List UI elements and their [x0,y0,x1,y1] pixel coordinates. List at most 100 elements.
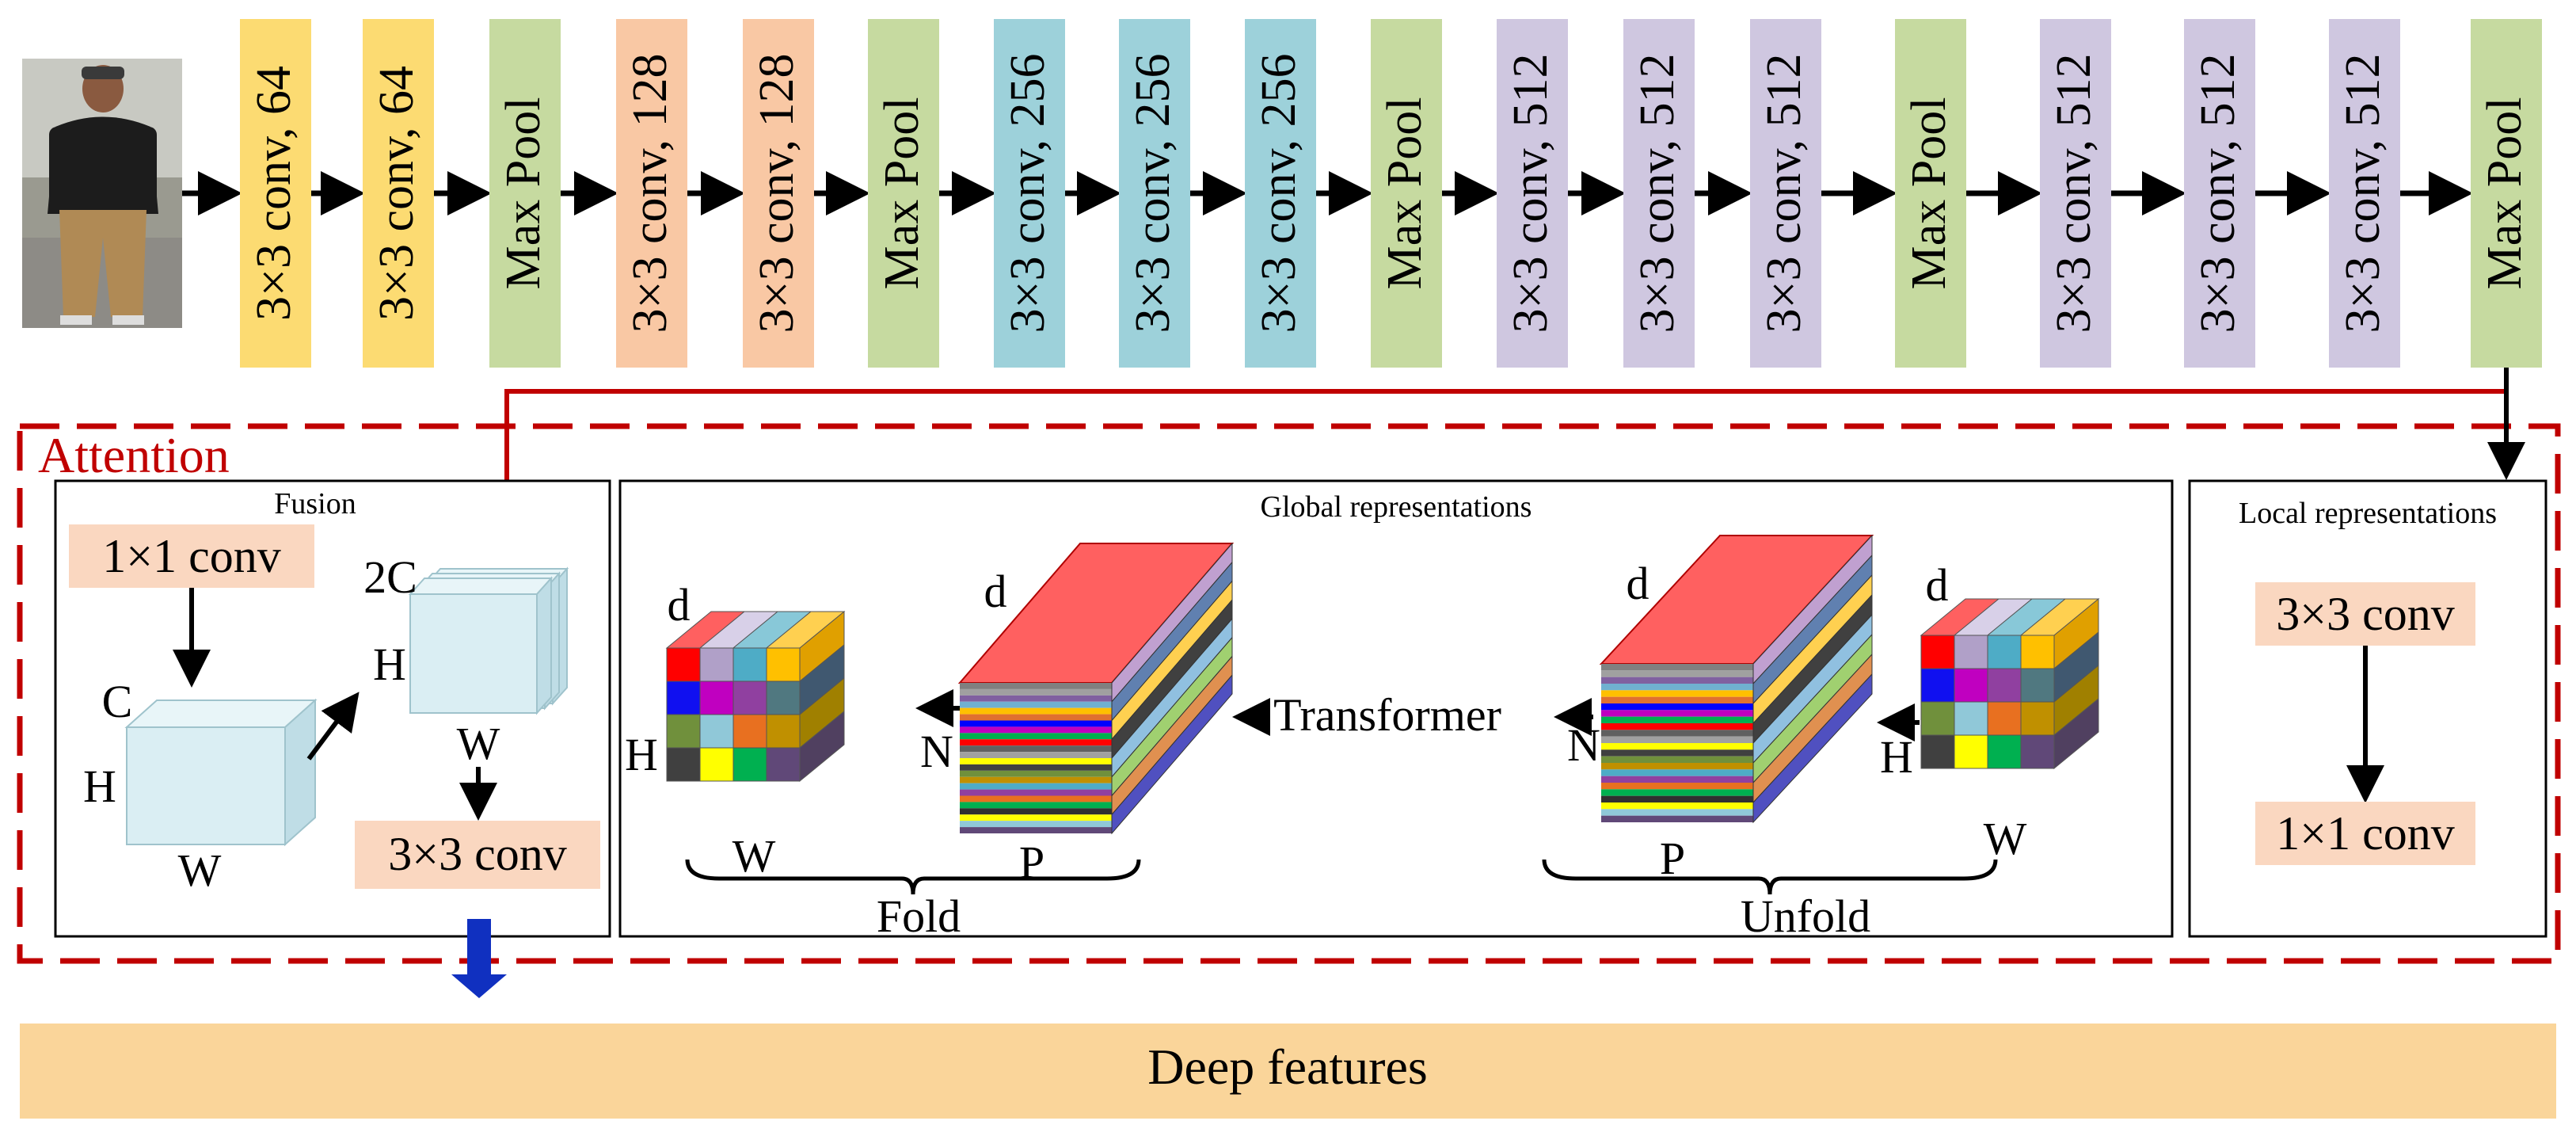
fusion-cube-input [124,698,318,847]
pipeline-block-label: 3×3 conv, 256 [1126,54,1180,334]
right-slab-n-label: N [1567,719,1600,771]
slab-stripe [960,707,1112,715]
pipeline-block-rect [2040,19,2111,368]
slab-side-band [1111,673,1233,835]
grid-cell [699,714,734,749]
slab-stripe [960,827,1112,833]
pipeline-block-label: Max Pool [2478,97,2532,290]
grid-cell [732,747,767,782]
slab-stripe [1601,789,1753,796]
pipeline-block: 3×3 conv, 256 [1119,19,1190,368]
pipeline-block-label: 3×3 conv, 512 [2047,54,2101,334]
slab-stripe [1601,690,1753,697]
slab-stripe [960,814,1112,822]
slab-stripe [960,701,1112,708]
pipeline-block-label: 3×3 conv, 128 [750,54,804,334]
slab-stripe [960,758,1112,764]
slab-stripe [1601,809,1753,816]
slab-stripe [960,770,1112,777]
grid-cell [666,647,701,682]
grid-cell [1987,635,2022,669]
pipeline-block: 3×3 conv, 64 [240,19,311,368]
left-grid-h-label: H [625,729,658,780]
slab-stripe [1601,703,1753,711]
pipeline-block: 3×3 conv, 512 [1623,19,1695,368]
right-grid-w-label: W [1984,813,2027,864]
deep-features-bar: Deep features [20,1024,2556,1119]
pipeline-block: Max Pool [1371,19,1442,368]
pipeline-block: 3×3 conv, 512 [1497,19,1568,368]
cube-top [124,700,318,728]
slab-stripe [1601,783,1753,790]
right-token-slab [1599,534,1874,824]
left-grid-w-label: W [732,830,776,882]
slab-stripe [1601,710,1753,717]
grid-cell [732,647,767,682]
pipeline-block-label: 3×3 conv, 512 [2191,54,2245,334]
grid-cell [766,714,801,749]
pipeline-block-rect [1497,19,1568,368]
grid-cell [666,714,701,749]
pipeline-block-label: Max Pool [497,97,550,290]
pipeline-block-rect [363,19,434,368]
slab-stripe [960,789,1112,796]
pipeline-block: 3×3 conv, 256 [994,19,1065,368]
grid-cell [1987,701,2022,736]
grid-cell [1920,701,1955,736]
pipeline-block-rect [1895,19,1966,368]
local-conv3-box [2255,582,2475,646]
pipeline-block: 3×3 conv, 512 [2040,19,2111,368]
slab-stripe [1601,756,1753,763]
slab-stripe [960,726,1112,734]
global-title: Global representations [1261,490,1532,524]
input-photo [22,59,182,328]
pipeline-block-label: 3×3 conv, 128 [623,54,677,334]
fusion-cube-concat [408,576,554,715]
attention-title: Attention [38,427,230,483]
fusion-arrow [306,692,360,761]
unfold-brace [1542,859,1998,895]
grid-cell [2020,668,2055,703]
pipeline-block-label: 3×3 conv, 64 [370,66,424,321]
slab-stripe [1601,802,1753,810]
grid-cell [699,747,734,782]
slab-stripe [1601,696,1753,703]
right-grid-h-label: H [1880,731,1913,783]
left-feature-grid [665,610,846,783]
pipeline-block-rect [868,19,939,368]
grid-cell [1920,734,1955,769]
slab-stripe [960,683,1112,689]
grid-cell [1954,701,1988,736]
pipeline-block-rect [2329,19,2400,368]
attention-border [17,423,2561,964]
fusion-cube1-h-label: H [83,761,116,812]
fold-label: Fold [877,890,961,942]
slab-stripe [960,795,1112,802]
slab-stripe [1601,815,1753,822]
pipeline-block: Max Pool [868,19,939,368]
pipeline-block-rect [1245,19,1316,368]
pipeline-block-label: 3×3 conv, 512 [1757,54,1811,334]
slab-stripe [960,802,1112,809]
slab-stripe [1601,723,1753,730]
pipeline-block-label: 3×3 conv, 256 [1001,54,1055,334]
slab-stripe [1601,730,1753,737]
local-title: Local representations [2239,497,2497,530]
fusion-cube2-c-label: 2C [363,551,417,603]
grid-cell [1954,635,1988,669]
deep-features-label: Deep features [1147,1039,1428,1095]
slab-stripe [960,745,1112,753]
grid-cell [1987,668,2022,703]
slab-stripe [960,764,1112,771]
pipeline-block: 3×3 conv, 64 [363,19,434,368]
pipeline-block-rect [2184,19,2255,368]
slab-stripe [960,688,1112,696]
fusion-conv3-box [355,821,600,889]
right-feature-grid [1920,597,2100,770]
slab-stripe [960,821,1112,828]
pipeline-block-label: 3×3 conv, 256 [1252,54,1306,334]
pipeline-block: 3×3 conv, 128 [743,19,814,368]
slab-stripe [960,733,1112,740]
